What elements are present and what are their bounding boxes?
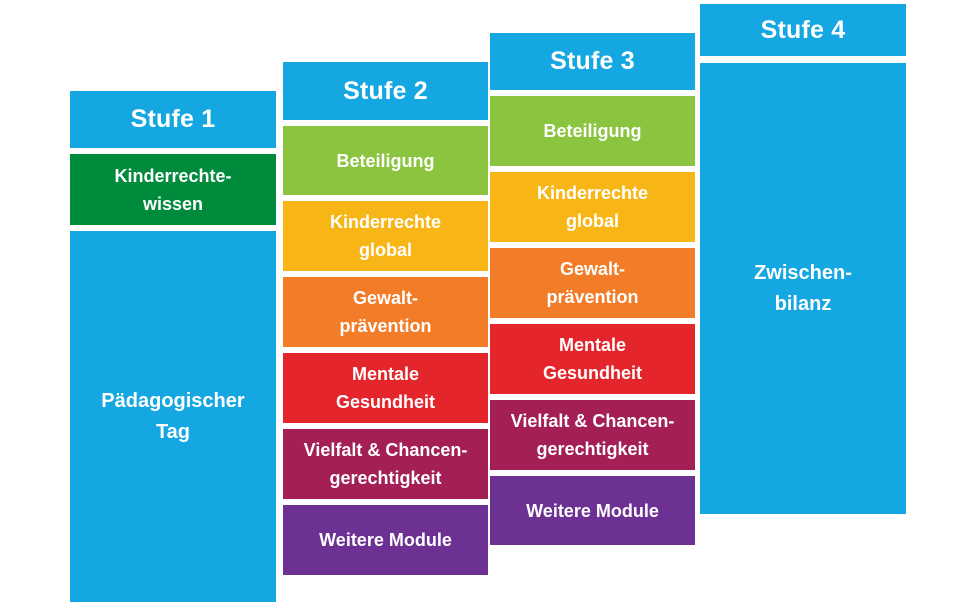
module-label-line: Kinderrechte	[329, 212, 442, 232]
module-label-line: Mentale	[351, 364, 420, 384]
block-vielfalt-chancengerechtigkeit: Vielfalt & Chancen- gerechtigkeit	[283, 429, 488, 499]
module-label-line: Mentale	[558, 335, 627, 355]
module-label-line: Kinderrechte	[536, 183, 649, 203]
stage-header-label: Stufe 1	[130, 105, 216, 133]
module-label-line: Vielfalt & Chancen-	[510, 411, 675, 431]
module-label-line: Gewalt-	[352, 288, 418, 308]
stage-header-label: Stufe 4	[760, 15, 846, 44]
stage-header-stufe-4: Stufe 4	[700, 4, 906, 56]
module-label-line: wissen	[142, 193, 204, 214]
block-gewaltpraevention: Gewalt- prävention	[283, 277, 488, 347]
module-label-line: Beteiligung	[336, 150, 435, 171]
module-label-line: Gesundheit	[335, 392, 435, 412]
block-paedagogischer-tag: Pädagogischer Tag	[70, 231, 276, 602]
block-vielfalt-chancengerechtigkeit: Vielfalt & Chancen- gerechtigkeit	[490, 400, 695, 470]
module-label-line: bilanz	[774, 292, 832, 315]
module-label-line: Gesundheit	[542, 363, 642, 383]
module-label-line: prävention	[546, 287, 639, 307]
block-weitere-module: Weitere Module	[490, 476, 695, 545]
module-label-line: gerechtigkeit	[536, 439, 649, 459]
module-label-line: Weitere Module	[526, 500, 659, 521]
module-label-line: prävention	[339, 316, 432, 336]
module-label-line: Weitere Module	[319, 530, 452, 550]
module-label-line: global	[359, 240, 412, 260]
stage-header-label: Stufe 3	[550, 47, 635, 75]
module-label-line: Tag	[155, 420, 191, 443]
module-label-line: Beteiligung	[543, 121, 642, 141]
module-label-line: Vielfalt & Chancen-	[303, 440, 468, 460]
block-zwischenbilanz: Zwischen- bilanz	[700, 63, 906, 514]
module-label-line: Gewalt-	[559, 259, 625, 279]
stage-header-stufe-3: Stufe 3	[490, 33, 695, 90]
block-kinderrechte-wissen: Kinderrechte- wissen	[70, 154, 276, 225]
stage-header-stufe-1: Stufe 1	[70, 91, 276, 148]
block-beteiligung: Beteiligung	[490, 96, 695, 166]
module-label-line: Zwischen-	[754, 261, 852, 284]
block-weitere-module: Weitere Module	[283, 505, 488, 575]
block-gewaltpraevention: Gewalt- prävention	[490, 248, 695, 318]
stage-header-label: Stufe 2	[343, 76, 428, 105]
module-label-line: gerechtigkeit	[329, 468, 442, 488]
block-kinderrechte-global: Kinderrechte global	[490, 172, 695, 242]
block-mentale-gesundheit: Mentale Gesundheit	[283, 353, 488, 423]
block-mentale-gesundheit: Mentale Gesundheit	[490, 324, 695, 394]
block-beteiligung: Beteiligung	[283, 126, 488, 195]
block-kinderrechte-global: Kinderrechte global	[283, 201, 488, 271]
module-label-line: Pädagogischer	[101, 389, 245, 412]
stage-header-stufe-2: Stufe 2	[283, 62, 488, 120]
module-label-line: Kinderrechte-	[114, 165, 232, 186]
module-label-line: global	[566, 211, 619, 231]
